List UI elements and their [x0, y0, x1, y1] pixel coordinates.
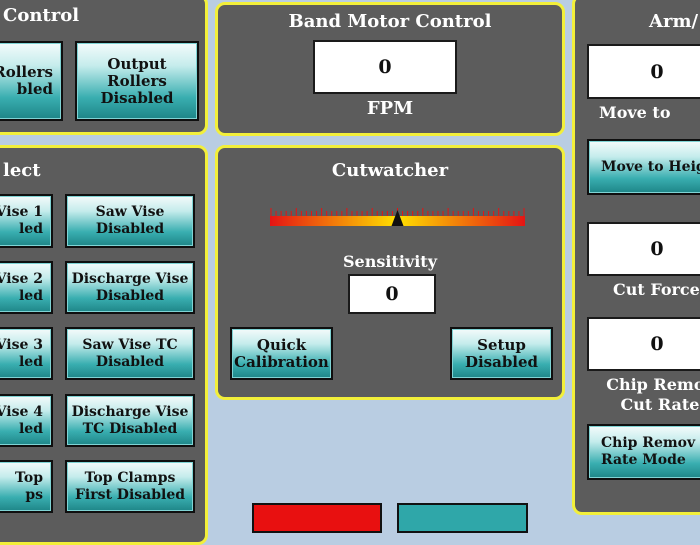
band-motor-control-title: Band Motor Control: [288, 11, 492, 32]
arm-panel-title: Arm/: [649, 11, 699, 32]
move-to-display: 0: [587, 44, 700, 99]
chip-removal-display: 0: [587, 317, 700, 371]
band-speed-unit-label: FPM: [366, 98, 414, 119]
cut-force-display: 0: [587, 222, 700, 276]
vise-3-button[interactable]: Vise 3 led: [0, 327, 53, 380]
input-rollers-button[interactable]: Rollers bled: [0, 41, 63, 121]
saw-vise-button[interactable]: Saw Vise Disabled: [65, 194, 195, 248]
cutwatcher-gauge: [270, 200, 525, 230]
control-panel: Control Rollers bled Output Rollers Disa…: [0, 0, 208, 135]
move-to-label: Move to: [599, 103, 671, 122]
discharge-vise-tc-button[interactable]: Discharge Vise TC Disabled: [65, 394, 195, 447]
bottom-action-button[interactable]: [397, 503, 528, 533]
top-clamps-first-button[interactable]: Top Clamps First Disabled: [65, 460, 195, 513]
top-clamps-left-button[interactable]: Top ps: [0, 460, 53, 513]
band-speed-display: 0: [313, 40, 457, 94]
vise-2-button[interactable]: Vise 2 led: [0, 261, 53, 314]
discharge-vise-button[interactable]: Discharge Vise Disabled: [65, 261, 195, 314]
select-panel: lect Vise 1 led Vise 2 led Vise 3 led Vi…: [0, 145, 208, 545]
alarm-indicator[interactable]: [252, 503, 382, 533]
output-rollers-button[interactable]: Output Rollers Disabled: [75, 41, 199, 121]
vise-4-button[interactable]: Vise 4 led: [0, 394, 53, 447]
saw-vise-tc-button[interactable]: Saw Vise TC Disabled: [65, 327, 195, 380]
vise-1-button[interactable]: Vise 1 led: [0, 194, 53, 248]
gauge-svg: [270, 208, 525, 226]
chip-removal-rate-mode-button[interactable]: Chip Remov Rate Mode: [587, 424, 700, 480]
cutwatcher-panel: Cutwatcher Sensitivity 0 Quick Calibrati…: [215, 145, 565, 400]
control-panel-title: Control: [3, 5, 80, 26]
sensitivity-label: Sensitivity: [343, 252, 437, 271]
cut-force-label: Cut Force: [613, 280, 700, 299]
arm-panel: Arm/ 0 Move to Move to Heig 0 Cut Force …: [572, 0, 700, 515]
gauge-pointer: [391, 210, 404, 226]
sensitivity-input[interactable]: 0: [348, 274, 436, 314]
chip-removal-cut-rate-label: Chip Remov Cut Rate: [606, 375, 700, 414]
select-panel-title: lect: [3, 160, 41, 181]
move-to-height-button[interactable]: Move to Heig: [587, 139, 700, 195]
setup-button[interactable]: Setup Disabled: [450, 327, 553, 380]
quick-calibration-button[interactable]: Quick Calibration: [230, 327, 333, 380]
band-motor-control-panel: Band Motor Control 0 FPM: [215, 2, 565, 136]
cutwatcher-title: Cutwatcher: [331, 160, 449, 181]
